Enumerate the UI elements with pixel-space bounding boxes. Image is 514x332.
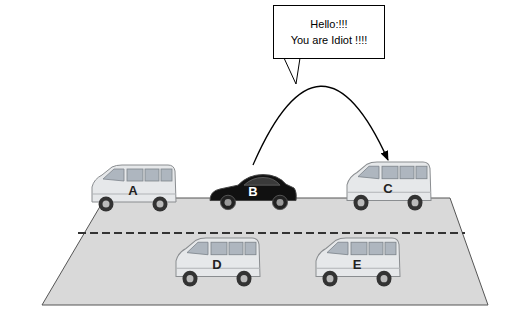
speech-bubble: Hello:!!!You are Idiot !!!! <box>273 5 385 59</box>
wheel <box>323 271 338 287</box>
hubcap <box>157 201 164 208</box>
window <box>161 169 172 181</box>
curved-arrow <box>253 86 388 165</box>
hubcap <box>241 275 248 282</box>
window <box>382 166 398 178</box>
sports-car-node: B <box>208 165 298 213</box>
wheel <box>153 197 168 212</box>
van-node: E <box>312 236 402 288</box>
window <box>145 169 159 181</box>
wheel <box>408 195 423 211</box>
window <box>385 242 396 254</box>
hubcap <box>412 199 419 206</box>
car-letter: A <box>88 184 178 198</box>
hubcap <box>358 199 365 206</box>
bubble-text: You are Idiot !!!! <box>291 32 368 48</box>
window <box>416 166 427 178</box>
windshield <box>327 242 348 254</box>
window <box>211 242 227 254</box>
window <box>127 169 143 181</box>
car-letter: E <box>312 258 402 272</box>
hubcap <box>381 275 388 282</box>
van-node: A <box>88 163 178 213</box>
hubcap <box>225 199 232 206</box>
van-node: D <box>172 236 262 288</box>
wheel <box>377 271 392 287</box>
window <box>400 166 414 178</box>
windshield <box>358 166 379 178</box>
van-node: C <box>343 160 433 212</box>
hubcap <box>277 199 284 206</box>
window <box>351 242 367 254</box>
bubble-text: Hello:!!! <box>310 16 347 32</box>
road <box>42 198 488 305</box>
car-letter: C <box>343 182 433 196</box>
window <box>245 242 256 254</box>
wheel <box>354 195 369 211</box>
wheel <box>99 197 114 212</box>
window <box>244 177 280 185</box>
window <box>229 242 243 254</box>
hubcap <box>327 275 334 282</box>
bubble-tail <box>284 58 300 84</box>
car-letter: B <box>208 185 298 199</box>
windshield <box>187 242 208 254</box>
car-letter: D <box>172 258 262 272</box>
wheel <box>273 195 288 209</box>
hubcap <box>103 201 110 208</box>
wheel <box>237 271 252 287</box>
wheel <box>221 195 236 209</box>
lane-divider <box>78 232 465 234</box>
wheel <box>183 271 198 287</box>
window <box>369 242 383 254</box>
hubcap <box>187 275 194 282</box>
windshield <box>103 169 124 181</box>
